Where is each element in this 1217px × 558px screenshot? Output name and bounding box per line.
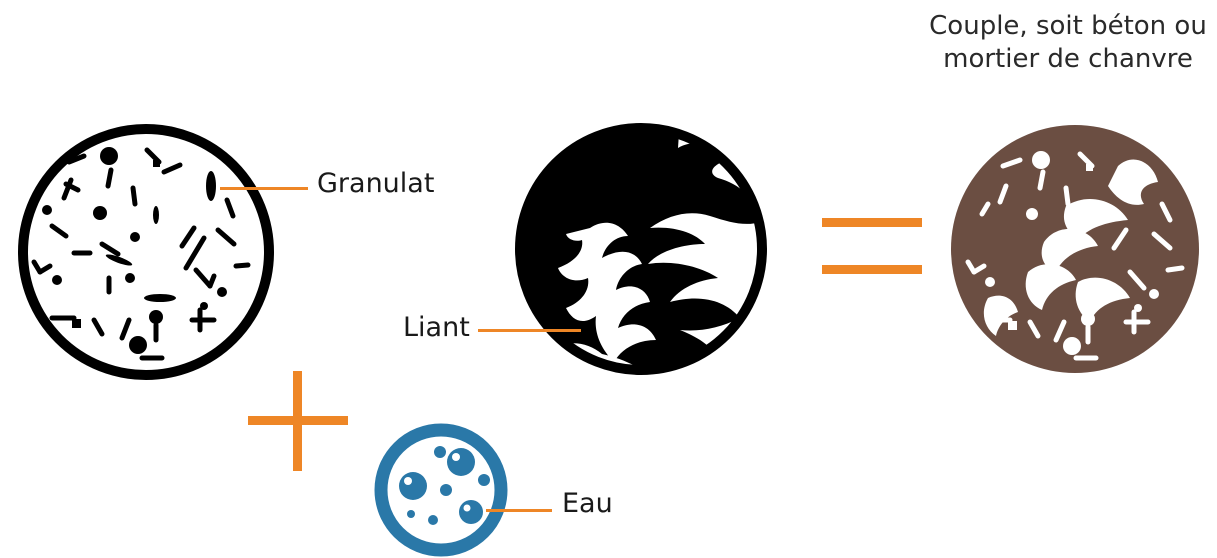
- liant-circle-icon: [515, 123, 767, 375]
- result-title: Couple, soit béton ou mortier de chanvre: [918, 10, 1217, 76]
- result-title-line-1: Couple, soit béton ou: [929, 11, 1207, 41]
- liant-connector: [478, 329, 581, 332]
- result-title-line-2: mortier de chanvre: [943, 44, 1193, 74]
- equals-icon: [822, 218, 922, 274]
- plus-icon: [248, 371, 348, 471]
- eau-label: Eau: [562, 488, 613, 519]
- water-drops-icon: [374, 423, 508, 557]
- granulat-circle-icon: [18, 124, 274, 380]
- eau-connector: [486, 509, 552, 512]
- granulat-connector: [220, 187, 308, 190]
- granulat-label: Granulat: [317, 168, 435, 199]
- hemp-concrete-circle-icon: [951, 125, 1199, 373]
- liant-label: Liant: [403, 312, 470, 343]
